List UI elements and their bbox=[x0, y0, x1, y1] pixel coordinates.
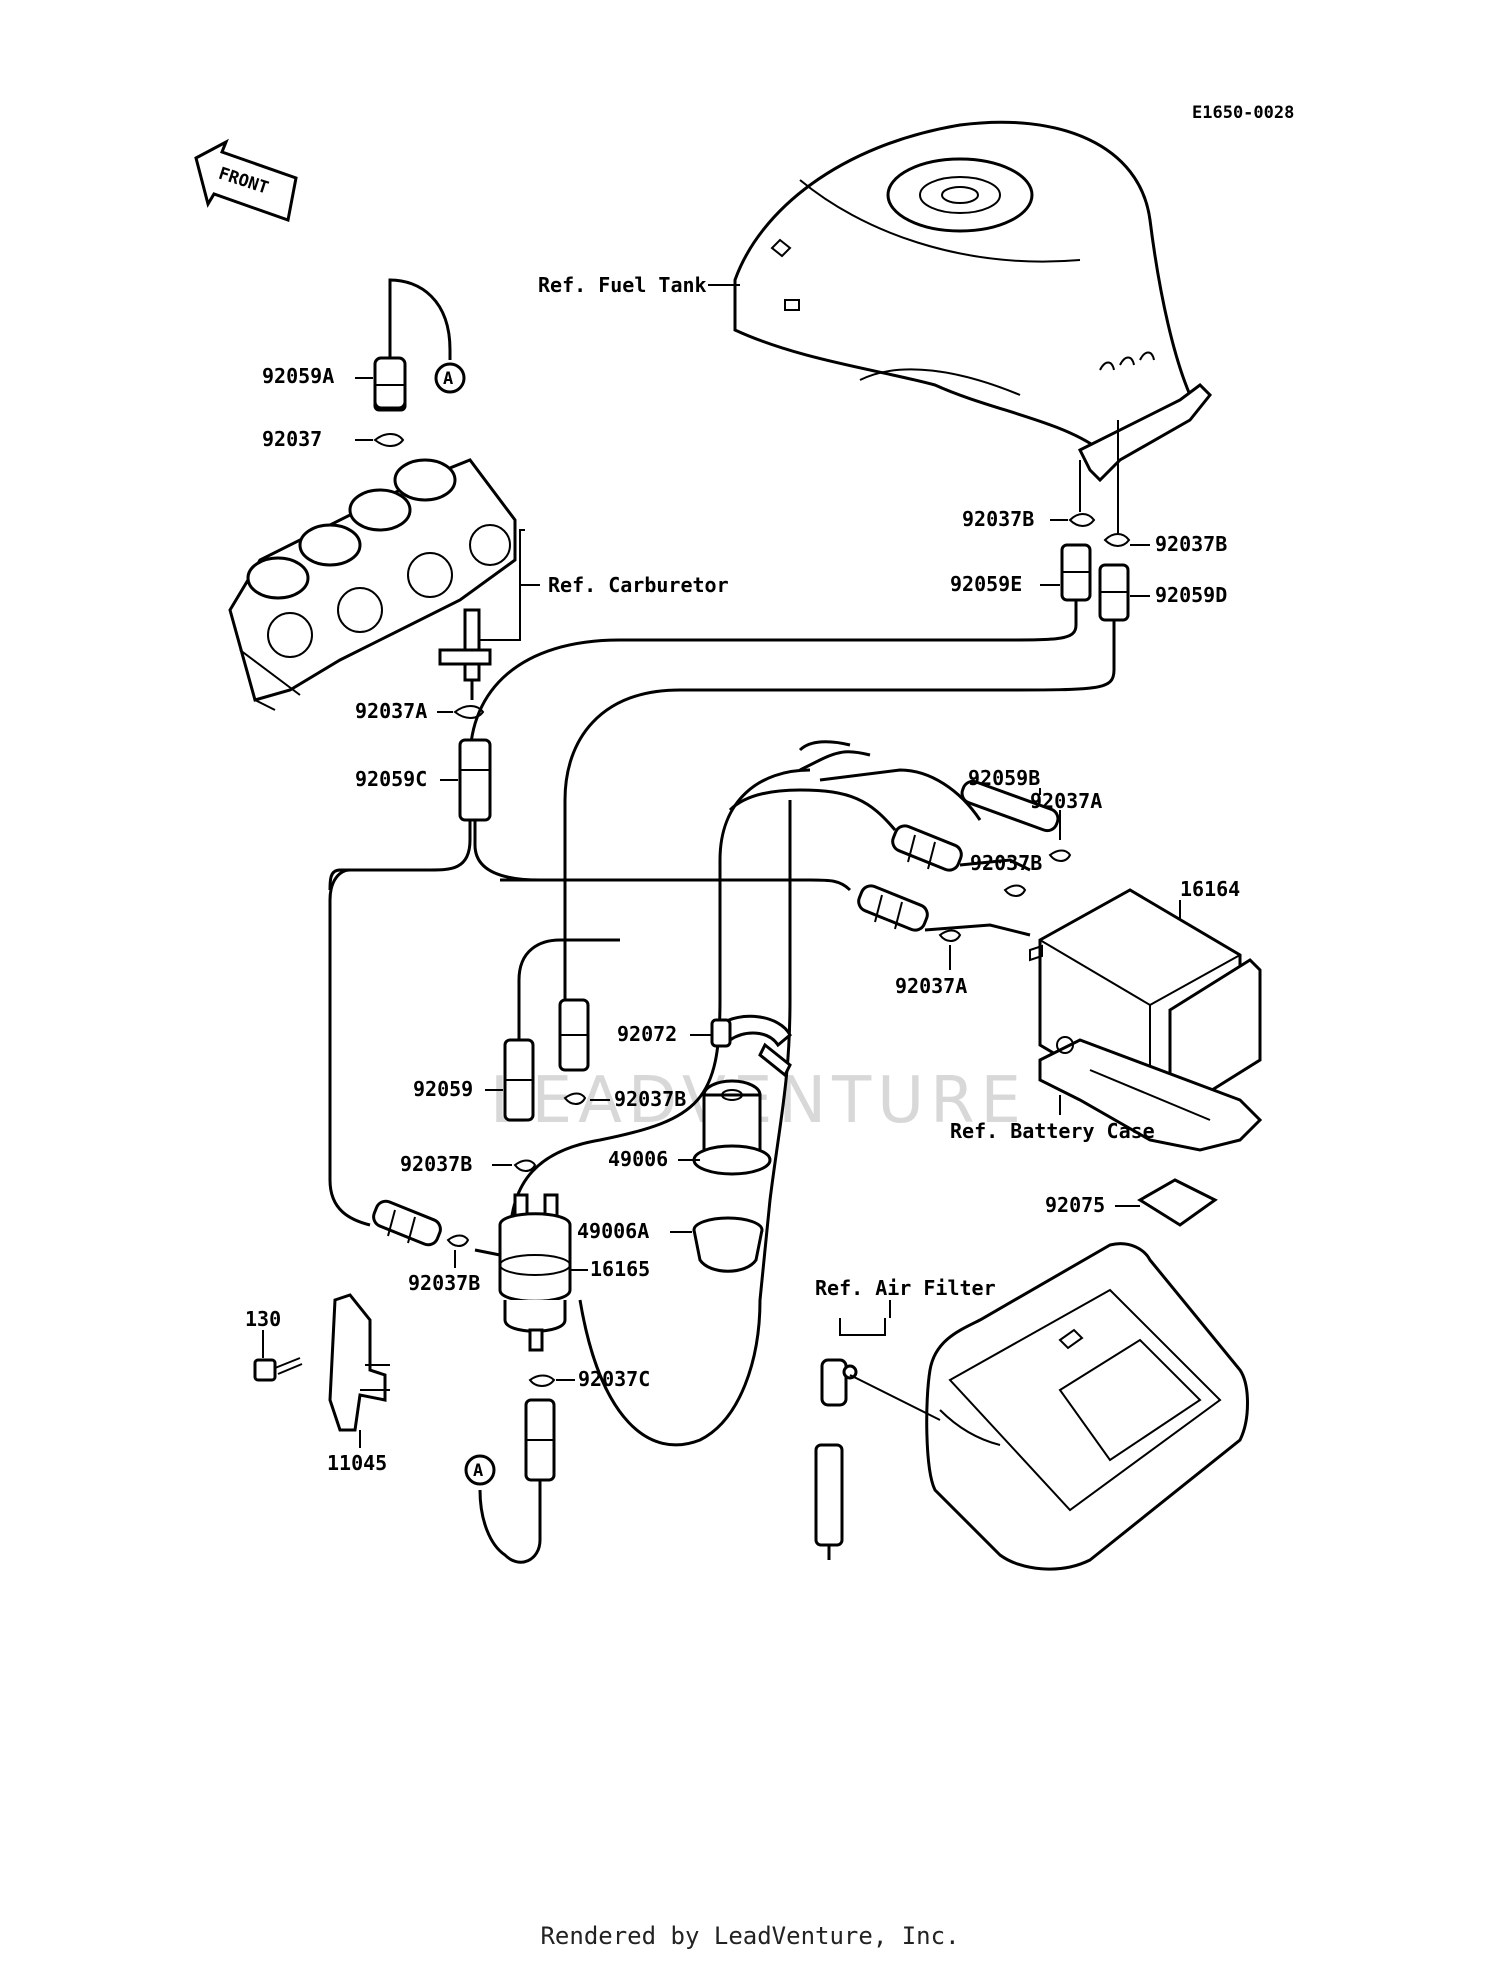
label-92037A-canister-top: 92037A bbox=[1030, 789, 1102, 813]
fuel-tank-drawing bbox=[733, 120, 1213, 483]
label-92037C: 92037C bbox=[578, 1367, 650, 1391]
label-92059D: 92059D bbox=[1155, 583, 1227, 607]
front-arrow-icon: FRONT bbox=[194, 138, 298, 222]
fuel-pump-16165 bbox=[498, 1193, 572, 1352]
label-92037A-canister-bottom: 92037A bbox=[895, 974, 967, 998]
label-92059C: 92059C bbox=[355, 767, 427, 791]
label-92059E: 92059E bbox=[950, 572, 1022, 596]
ref-fuel-tank-label: Ref. Fuel Tank bbox=[538, 273, 707, 297]
label-16165: 16165 bbox=[590, 1257, 650, 1281]
label-92037B-pump-top-right: 92037B bbox=[614, 1087, 686, 1111]
connector-a-top: A bbox=[443, 369, 453, 389]
carburetor-drawing bbox=[228, 458, 517, 711]
bolt-130-icon bbox=[253, 1357, 303, 1382]
ref-battery-case-label: Ref. Battery Case bbox=[950, 1119, 1155, 1143]
damper-49006 bbox=[692, 1079, 772, 1176]
label-49006: 49006 bbox=[608, 1147, 668, 1171]
diagram-code: E1650-0028 bbox=[1192, 103, 1294, 123]
label-92037B-pump-left: 92037B bbox=[408, 1271, 480, 1295]
label-92059B: 92059B bbox=[968, 766, 1040, 790]
label-92072: 92072 bbox=[617, 1022, 677, 1046]
hose-92059B bbox=[960, 779, 1060, 833]
label-92075: 92075 bbox=[1045, 1193, 1105, 1217]
label-11045: 11045 bbox=[327, 1451, 387, 1475]
label-92059: 92059 bbox=[413, 1077, 473, 1101]
label-92037B-canister: 92037B bbox=[970, 851, 1042, 875]
ref-carburetor-label: Ref. Carburetor bbox=[548, 573, 729, 597]
air-filter-fitting bbox=[820, 1358, 858, 1407]
grommet-49006A bbox=[692, 1216, 764, 1273]
label-16164: 16164 bbox=[1180, 877, 1240, 901]
label-49006A: 49006A bbox=[577, 1219, 649, 1243]
connector-a-bottom: A bbox=[473, 1461, 483, 1481]
label-92037B-pump-top-left: 92037B bbox=[400, 1152, 472, 1176]
air-filter-drawing bbox=[925, 1242, 1249, 1571]
label-92059A: 92059A bbox=[262, 364, 334, 388]
label-92037: 92037 bbox=[262, 427, 322, 451]
label-130: 130 bbox=[245, 1307, 281, 1331]
footer-credit: Rendered by LeadVenture, Inc. bbox=[540, 1922, 960, 1950]
label-92037B-tank-left: 92037B bbox=[962, 507, 1034, 531]
ref-air-filter-label: Ref. Air Filter bbox=[815, 1276, 996, 1300]
battery-case-drawing bbox=[1038, 1036, 1263, 1152]
pad-92075 bbox=[1137, 1178, 1218, 1227]
label-92037A-carb: 92037A bbox=[355, 699, 427, 723]
label-92037B-tank-right: 92037B bbox=[1155, 532, 1227, 556]
strap-92072 bbox=[710, 1014, 792, 1078]
carburetor-t-fitting bbox=[438, 608, 492, 682]
bracket-11045 bbox=[328, 1293, 390, 1432]
